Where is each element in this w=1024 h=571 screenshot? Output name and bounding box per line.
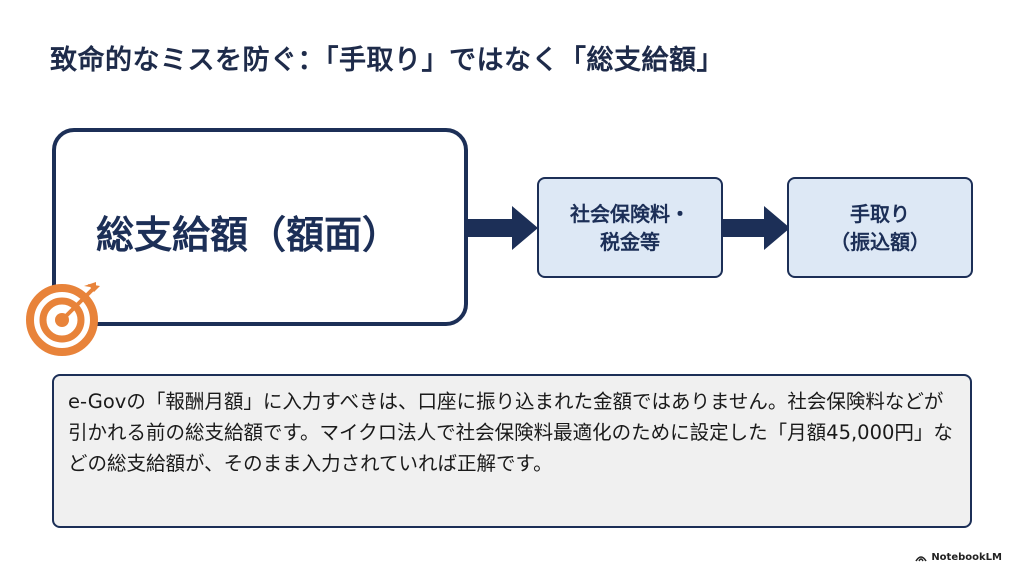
brand-label: NotebookLM <box>931 552 1002 563</box>
target-icon <box>26 282 100 356</box>
brand-watermark: NotebookLM <box>915 552 1002 563</box>
arrow-right-icon <box>722 206 790 250</box>
deductions-label: 社会保険料・ 税金等 <box>570 201 690 254</box>
explanation-box: e-Govの「報酬月額」に入力すべきは、口座に振り込まれた金額ではありません。社… <box>52 374 972 528</box>
gross-pay-box: 総支給額（額面） <box>52 128 468 326</box>
explanation-text: e-Govの「報酬月額」に入力すべきは、口座に振り込まれた金額ではありません。社… <box>68 390 953 475</box>
slide-title: 致命的なミスを防ぐ：「手取り」ではなく「総支給額」 <box>50 45 724 76</box>
gross-pay-label: 総支給額（額面） <box>96 213 401 257</box>
arrow-right-icon <box>468 206 538 250</box>
deductions-box: 社会保険料・ 税金等 <box>537 177 723 278</box>
net-pay-box: 手取り （振込額） <box>787 177 973 278</box>
notebooklm-logo-icon <box>915 556 927 562</box>
net-pay-label: 手取り （振込額） <box>830 201 930 254</box>
